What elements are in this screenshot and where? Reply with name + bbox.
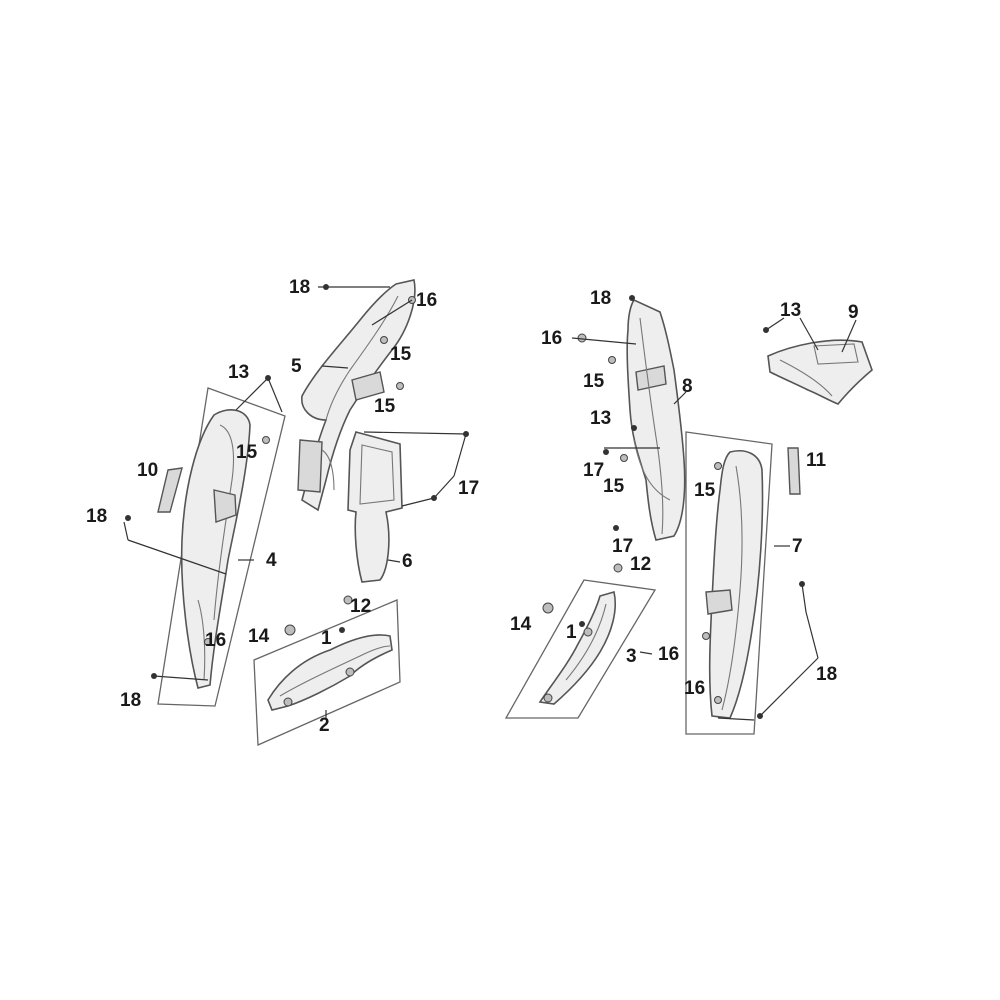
bolt-16-d	[702, 632, 710, 640]
bolt-14-a	[284, 624, 296, 636]
bolt-12-b	[613, 563, 623, 573]
callout: 15	[583, 371, 605, 392]
part-3-floor-step	[538, 590, 617, 705]
callout: 14	[510, 614, 532, 635]
callout: 13	[228, 362, 249, 383]
bolt-12-a	[343, 595, 353, 605]
callout-labels: 18 16 5 15 15 13 15 10 18 4 17 6 12 14 1…	[86, 277, 859, 736]
bolt-15-b	[396, 382, 404, 390]
callout: 12	[630, 554, 651, 575]
callout: 18	[816, 664, 837, 685]
callout: 1	[566, 622, 577, 643]
frame-part-7	[685, 431, 773, 735]
bolt-14-b	[542, 602, 554, 614]
part-4-side-cover	[180, 409, 251, 689]
bolt-18-d	[629, 295, 635, 301]
callout: 16	[541, 328, 562, 349]
callout: 17	[612, 536, 633, 557]
callout: 16	[416, 290, 437, 311]
part-6-inner-panel	[297, 431, 403, 583]
callout: 18	[120, 690, 141, 711]
callout: 18	[289, 277, 310, 298]
part-11-trim-strip	[787, 447, 801, 495]
callout: 1	[321, 628, 332, 649]
frame-part-3	[504, 579, 657, 719]
bolt-1-a	[339, 627, 345, 633]
callout: 13	[590, 408, 611, 429]
bolt-15-a	[380, 336, 388, 344]
bolt-1-b	[579, 621, 585, 627]
frame-part-2	[253, 599, 401, 746]
callout: 15	[603, 476, 625, 497]
callout: 15	[694, 480, 716, 501]
bolt-16-e	[714, 696, 722, 704]
callout: 11	[806, 450, 827, 471]
callout: 10	[137, 460, 158, 481]
callout: 17	[583, 460, 604, 481]
callout: 18	[86, 506, 107, 527]
frame-part-4	[157, 387, 286, 707]
callout: 6	[402, 551, 413, 572]
callout: 14	[248, 626, 270, 647]
callout: 16	[684, 678, 705, 699]
right-leader-lines	[571, 317, 857, 721]
bolt-15-d	[608, 356, 616, 364]
bolt-17-d	[613, 525, 619, 531]
callout: 8	[682, 376, 693, 397]
part-10-trim-strip	[157, 467, 183, 513]
callout: 16	[205, 630, 226, 651]
part-9-upper-panel	[767, 339, 873, 405]
left-leader-lines	[123, 286, 467, 718]
callout: 13	[780, 300, 801, 321]
callout: 9	[848, 302, 859, 323]
part-7-side-cover	[705, 450, 764, 719]
bolt-18-b	[125, 515, 131, 521]
callout: 17	[458, 478, 479, 499]
callout: 12	[350, 596, 371, 617]
callout: 15	[390, 344, 412, 365]
bolt-16-c	[577, 333, 587, 343]
bolt-15-c	[262, 436, 270, 444]
callout: 4	[266, 550, 277, 571]
callout: 15	[236, 442, 258, 463]
callout: 15	[374, 396, 396, 417]
bolt-17-c	[603, 449, 609, 455]
callout: 2	[319, 715, 330, 736]
callout: 3	[626, 646, 637, 667]
bolt-15-f	[714, 462, 722, 470]
part-2-floor-step	[267, 634, 393, 711]
callout: 18	[590, 288, 611, 309]
bolt-15-e	[620, 454, 628, 462]
callout: 5	[291, 356, 302, 377]
bolt-16-b	[204, 638, 212, 646]
bolt-13-b	[631, 425, 637, 431]
part-8-frame-cover	[626, 298, 686, 541]
callout: 7	[792, 536, 803, 557]
callout: 16	[658, 644, 679, 665]
